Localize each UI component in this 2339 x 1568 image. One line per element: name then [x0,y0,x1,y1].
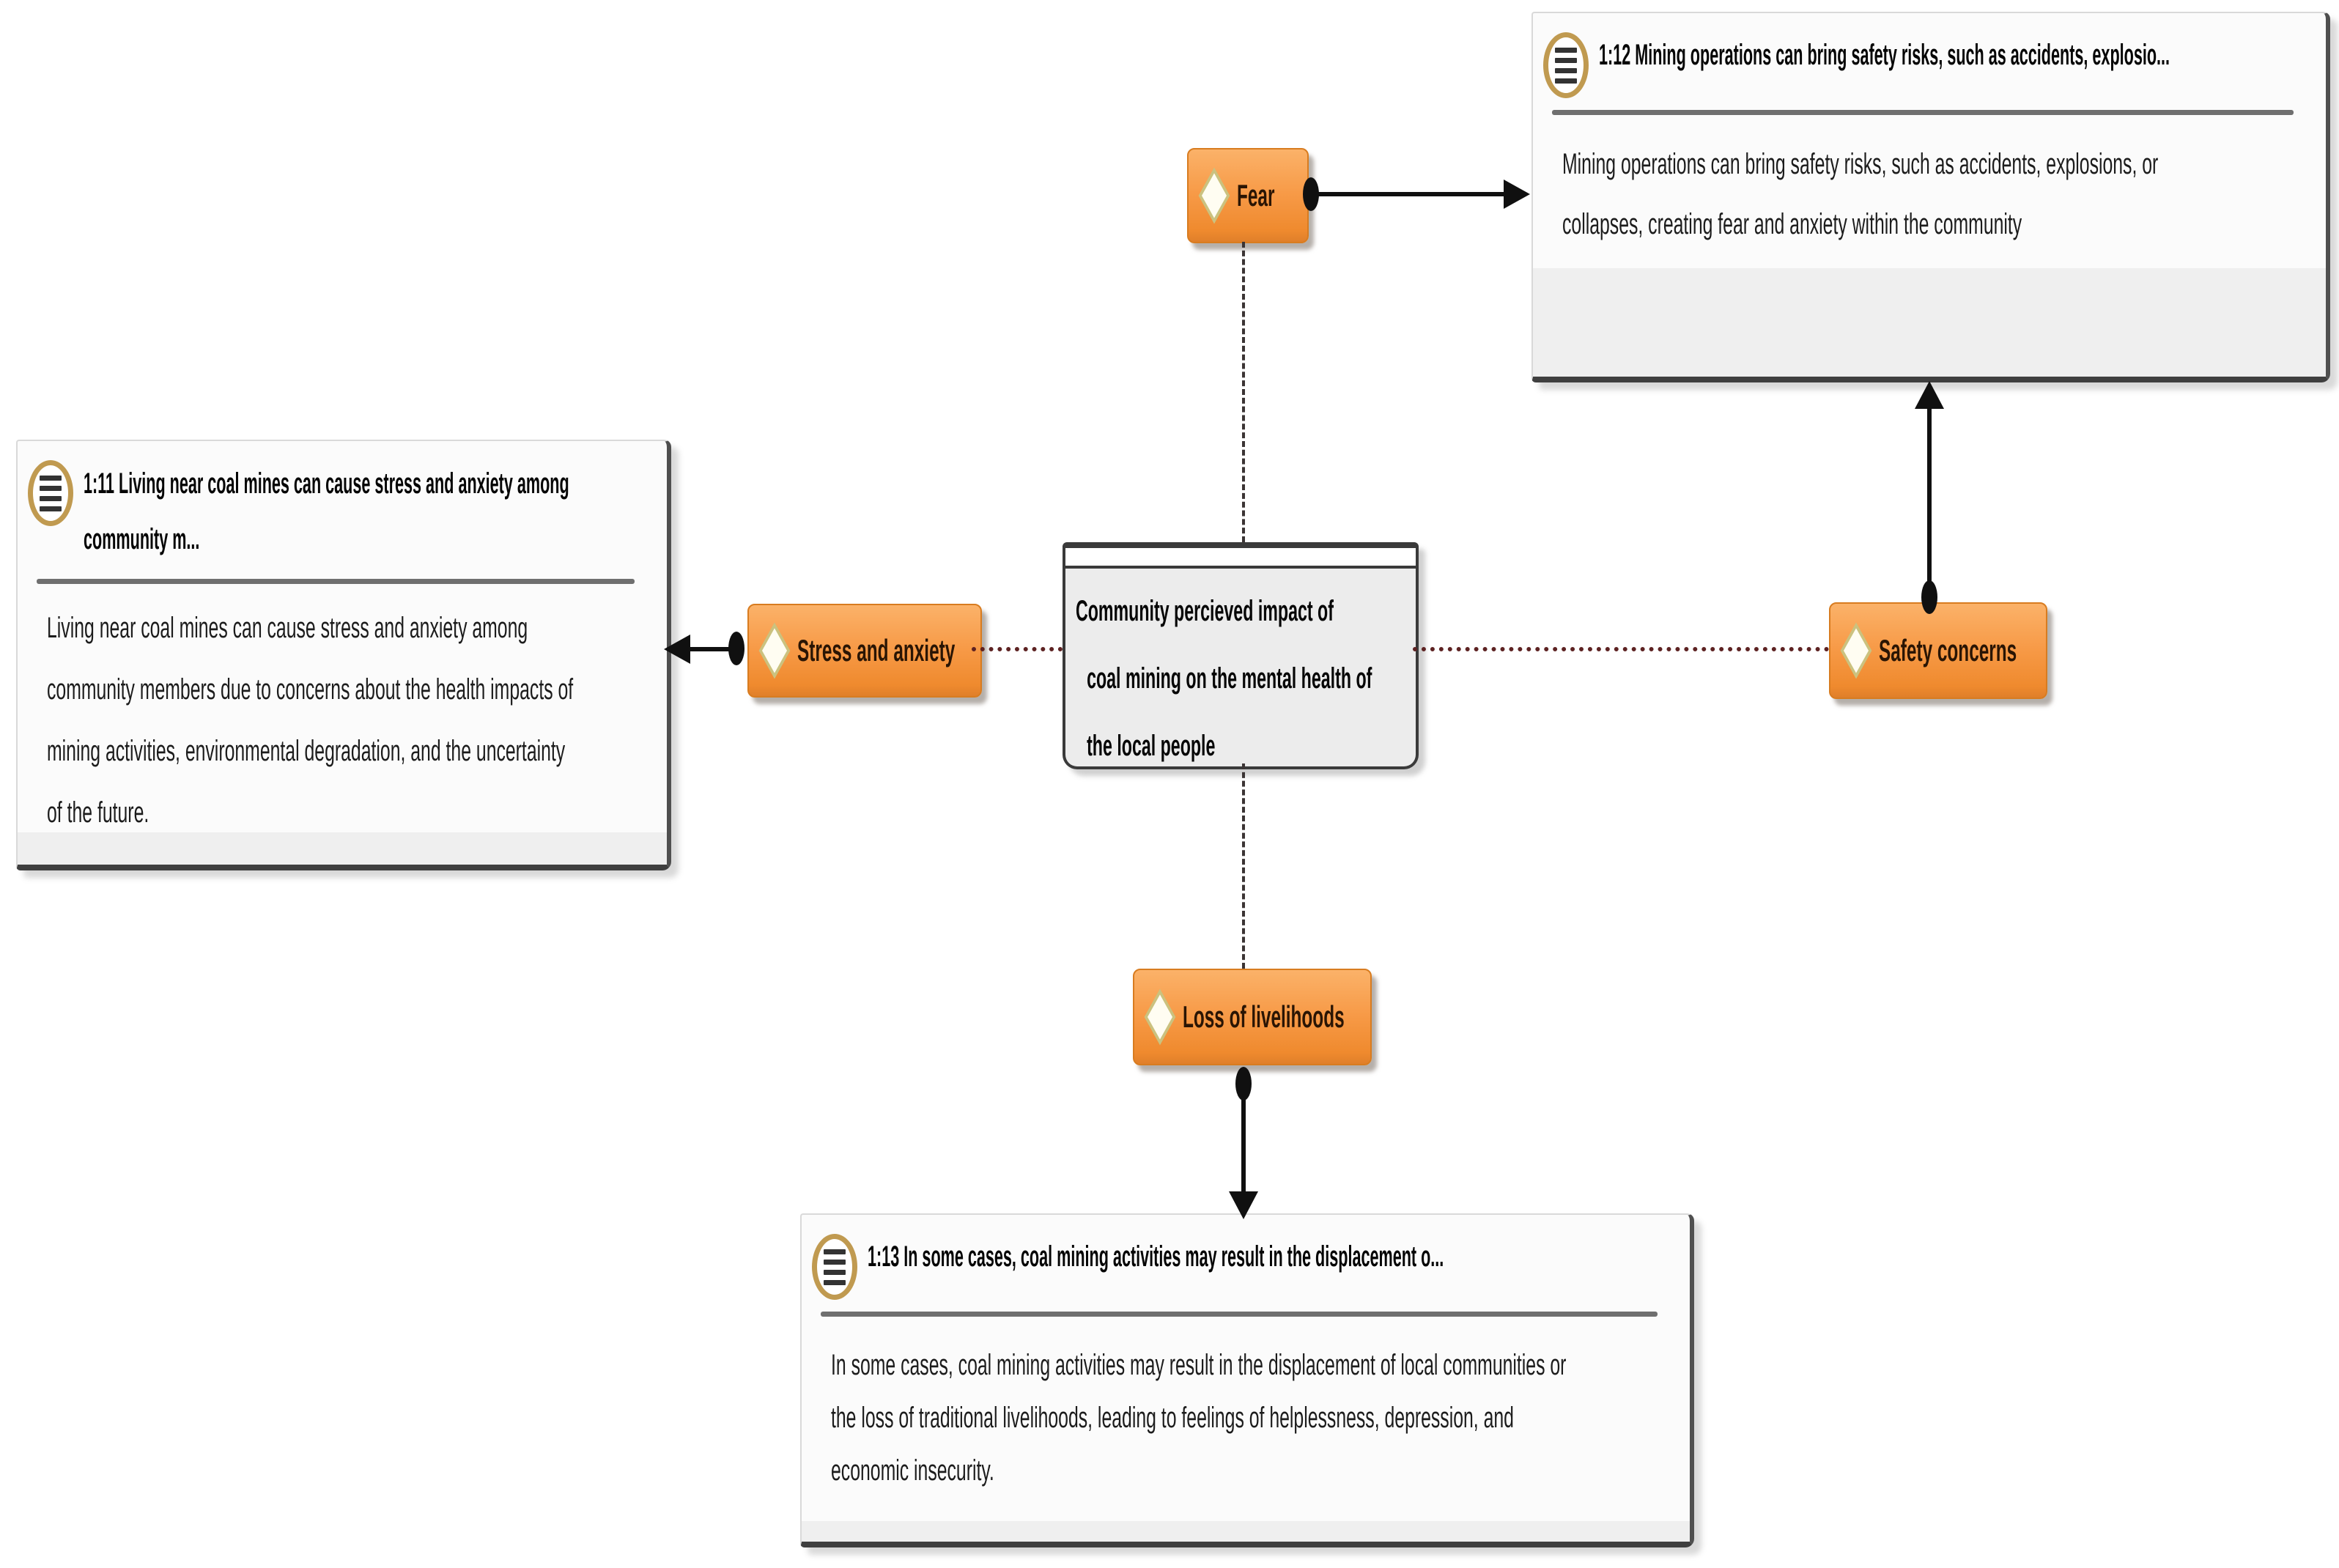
code-diamond-icon [758,622,791,679]
central-node-content: Community percieved impact of coal minin… [1076,577,1411,780]
central-node-titlebar [1065,548,1416,569]
code-node-label: Stress and anxiety [797,633,956,667]
label-line: Community percieved impact of [1076,595,1334,627]
link-stress-to-quotation-1-11[interactable] [687,647,733,651]
header-divider [1552,110,2294,115]
body-line: In some cases, coal mining activities ma… [831,1349,1567,1381]
link-source-dot [1921,580,1937,614]
code-node-label: Loss of livelihoods [1183,999,1345,1034]
central-node-label: Community percieved impact of coal minin… [1076,577,1586,780]
code-node-loss-of-livelihoods[interactable]: Loss of livelihoods [1133,969,1372,1065]
label-line: the local people [1087,730,1216,762]
title-line: community m... [84,523,200,555]
header-divider [37,579,635,584]
code-node-label: Safety concerns [1879,633,2017,667]
quotation-1-13-header: 1:13 In some cases, coal mining activiti… [802,1215,1690,1300]
body-line: the loss of traditional livelihoods, lea… [831,1402,1514,1434]
code-node-label: Fear [1237,178,1275,212]
central-node-community-impact[interactable]: Community percieved impact of coal minin… [1063,542,1419,769]
link-source-dot [1235,1067,1252,1101]
link-source-dot [728,632,744,665]
link-central-to-safety-dotted[interactable] [1413,647,1829,651]
code-diamond-icon [1198,167,1230,224]
code-node-safety-concerns[interactable]: Safety concerns [1829,602,2047,699]
quotation-footer-strip [1533,268,2326,377]
header-divider [821,1312,1658,1317]
arrowhead-left [664,635,690,664]
code-node-fear[interactable]: Fear [1187,148,1309,243]
quotation-box-1-13[interactable]: 1:13 In some cases, coal mining activiti… [800,1213,1694,1547]
link-livelihoods-to-quotation-1-13[interactable] [1241,1098,1246,1194]
code-diamond-icon [1840,622,1872,679]
quotation-icon [1543,32,1589,98]
quotation-1-11-body: Living near coal mines can cause stress … [18,584,667,843]
quotation-icon [812,1234,857,1300]
body-line: collapses, creating fear and anxiety wit… [1562,208,2022,240]
quotation-1-11-header: 1:11 Living near coal mines can cause st… [18,441,667,567]
link-stress-to-central-dotted[interactable] [972,647,1063,651]
body-line: economic insecurity. [831,1454,994,1487]
quotation-1-12-body: Mining operations can bring safety risks… [1533,115,2326,254]
link-central-to-livelihoods-dashed[interactable] [1242,763,1245,969]
body-line: of the future. [47,796,149,829]
quotation-1-11-title: 1:11 Living near coal mines can cause st… [84,456,569,567]
quotation-footer-strip [802,1521,1690,1542]
arrowhead-up [1915,381,1944,409]
code-diamond-icon [1144,988,1176,1046]
link-safety-to-quotation-1-12[interactable] [1927,407,1932,586]
quotation-1-13-body: In some cases, coal mining activities ma… [802,1317,1690,1497]
body-line: Mining operations can bring safety risks… [1562,148,2159,180]
quotation-1-12-header: 1:12 Mining operations can bring safety … [1533,13,2326,98]
quotation-icon [28,460,73,526]
code-node-stress-and-anxiety[interactable]: Stress and anxiety [747,604,982,698]
label-line: coal mining on the mental health of [1087,662,1372,695]
arrowhead-right [1504,180,1530,209]
title-line: 1:11 Living near coal mines can cause st… [84,467,569,500]
link-fear-to-quotation-1-12[interactable] [1316,192,1508,196]
body-line: community members due to concerns about … [47,673,574,706]
quotation-1-13-title: 1:13 In some cases, coal mining activiti… [868,1240,1444,1273]
quotation-box-1-11[interactable]: 1:11 Living near coal mines can cause st… [16,440,671,870]
link-source-dot [1303,177,1319,211]
quotation-box-1-12[interactable]: 1:12 Mining operations can bring safety … [1531,12,2330,382]
body-line: Living near coal mines can cause stress … [47,612,528,644]
quotation-1-12-title: 1:12 Mining operations can bring safety … [1599,39,2170,71]
quotation-footer-strip [18,832,667,865]
arrowhead-down [1229,1191,1258,1219]
body-line: mining activities, environmental degrada… [47,735,566,767]
link-fear-to-central-dashed[interactable] [1242,242,1245,542]
